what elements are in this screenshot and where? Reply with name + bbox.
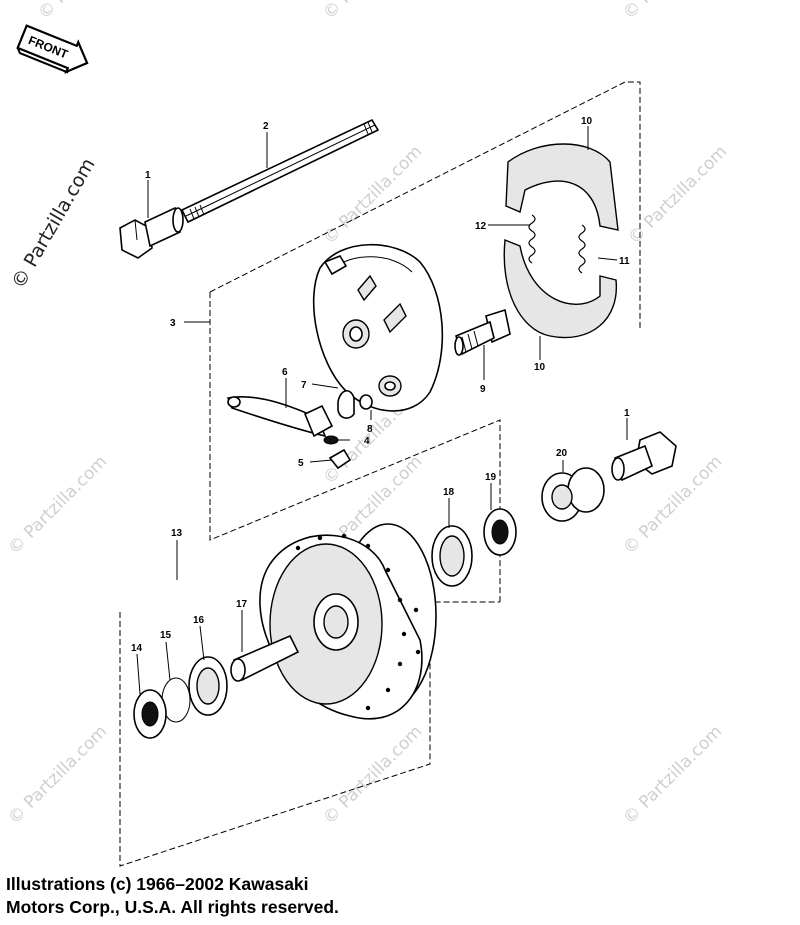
callout-8: 8 xyxy=(367,424,373,435)
callout-6: 6 xyxy=(282,367,288,378)
callout-4: 4 xyxy=(364,436,370,447)
caption-line-2: Motors Corp., U.S.A. All rights reserved… xyxy=(6,897,339,917)
callout-14: 14 xyxy=(131,643,143,654)
wheel-hub xyxy=(259,523,437,720)
callout-17: 17 xyxy=(236,599,248,610)
watermark-tile: © Partzilla.com xyxy=(4,722,111,829)
callout-1-lower: 1 xyxy=(624,408,630,419)
watermark-tile: © Partzilla.com xyxy=(619,0,726,24)
brake-shoes xyxy=(503,143,619,339)
distance-collar xyxy=(230,634,300,682)
left-bearing xyxy=(188,656,228,716)
watermark-primary: © Partzilla.com xyxy=(7,155,99,293)
callout-7: 7 xyxy=(301,380,307,391)
right-bearing xyxy=(431,525,473,587)
caption-line-1: Illustrations (c) 1966–2002 Kawasaki xyxy=(6,874,309,894)
brake-cam xyxy=(454,308,511,356)
leader-lines xyxy=(136,126,628,695)
callout-16: 16 xyxy=(193,615,205,626)
watermark-tile: © Partzilla.com xyxy=(319,722,426,829)
watermark-tile: © Partzilla.com xyxy=(319,0,426,24)
washer-bolt xyxy=(323,435,352,470)
oil-seal-right xyxy=(483,508,517,556)
callout-labels: 1 2 3 6 7 8 4 5 9 10 10 12 11 13 14 15 1… xyxy=(131,116,630,654)
callout-15: 15 xyxy=(160,630,172,641)
front-badge: FRONT xyxy=(16,24,89,74)
copyright-caption: Illustrations (c) 1966–2002 Kawasaki Mot… xyxy=(6,873,566,919)
axle-bolt-upper xyxy=(119,206,184,259)
watermark-tile: © Partzilla.com xyxy=(34,0,141,24)
callout-11: 11 xyxy=(619,256,630,267)
oil-seal-left xyxy=(133,689,167,739)
callout-9: 9 xyxy=(480,384,486,395)
callout-10-bottom: 10 xyxy=(534,362,546,373)
callout-10-top: 10 xyxy=(581,116,593,127)
brake-lever xyxy=(226,396,334,438)
callout-13: 13 xyxy=(171,528,183,539)
callout-5: 5 xyxy=(298,458,304,469)
callout-18: 18 xyxy=(443,487,455,498)
watermark-tile: © Partzilla.com xyxy=(319,142,426,249)
brake-panel xyxy=(312,243,444,412)
axle xyxy=(180,118,380,224)
callout-2: 2 xyxy=(263,121,269,132)
axle-bolt-lower xyxy=(611,431,677,482)
watermark-tile: © Partzilla.com xyxy=(619,722,726,829)
callout-19: 19 xyxy=(485,472,497,483)
wear-indicator xyxy=(337,390,373,419)
callout-12: 12 xyxy=(475,221,487,232)
callout-20: 20 xyxy=(556,448,568,459)
collar xyxy=(541,467,605,522)
callout-1: 1 xyxy=(145,170,151,181)
callout-3: 3 xyxy=(170,318,176,329)
watermark-tile: © Partzilla.com xyxy=(4,452,111,559)
